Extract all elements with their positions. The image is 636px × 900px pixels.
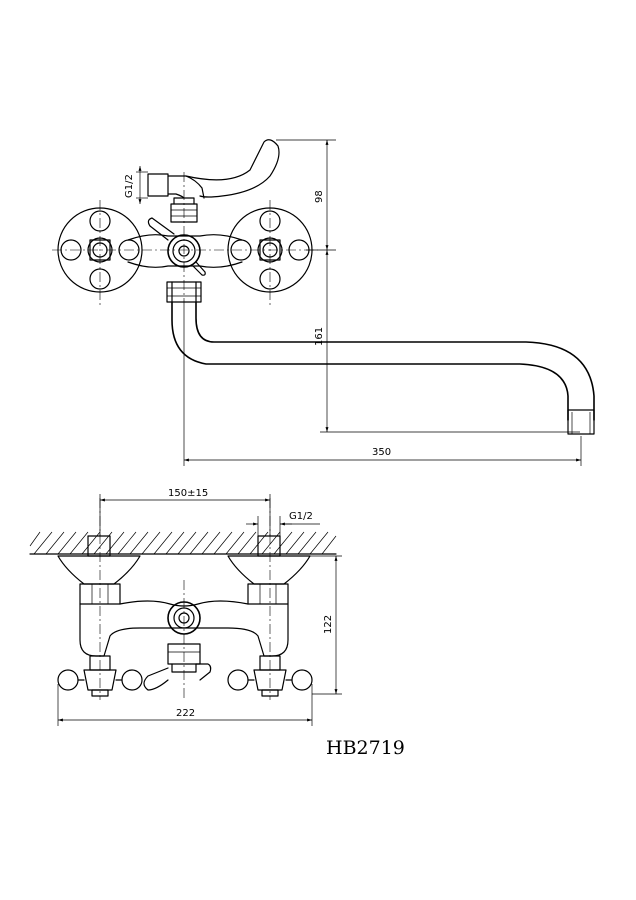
front-thread-callout: G1/2 bbox=[124, 166, 148, 204]
front-thread-label: G1/2 bbox=[124, 174, 135, 198]
plan-view: 150±15 G1/2 122 222 bbox=[29, 488, 342, 726]
plan-thread-callout: G1/2 bbox=[246, 511, 320, 536]
spout-pipe bbox=[171, 301, 595, 435]
left-flange bbox=[57, 555, 141, 585]
plan-thread-label: G1/2 bbox=[289, 511, 313, 522]
mixer-body bbox=[127, 217, 243, 276]
plan-width-dimension: 222 bbox=[57, 684, 313, 726]
plan-depth-dimension: 122 bbox=[310, 555, 342, 695]
dim-350-label: 350 bbox=[372, 447, 391, 458]
plan-mixer-body bbox=[79, 600, 289, 657]
front-horizontal-dimension: 350 bbox=[183, 300, 582, 466]
shower-outlet-nut bbox=[170, 197, 198, 223]
plan-centers-dimension: 150±15 bbox=[99, 488, 271, 536]
front-view: G1/2 98 161 bbox=[52, 139, 595, 466]
plan-right-handle bbox=[227, 655, 313, 697]
dim-98-label: 98 bbox=[314, 190, 325, 203]
dim-122-label: 122 bbox=[323, 615, 334, 634]
shower-connector bbox=[147, 139, 280, 199]
model-name: HB2719 bbox=[326, 737, 405, 759]
dim-150-label: 150±15 bbox=[168, 488, 208, 499]
right-inlet-pipe bbox=[257, 535, 281, 557]
right-flange bbox=[227, 555, 311, 585]
dim-222-label: 222 bbox=[176, 708, 195, 719]
plan-diverter bbox=[143, 643, 212, 691]
dim-161-label: 161 bbox=[314, 327, 325, 346]
plan-left-handle bbox=[57, 655, 143, 697]
wall-hatching bbox=[29, 531, 337, 555]
front-vertical-dimensions: 98 161 bbox=[276, 139, 580, 433]
left-hex-nut bbox=[79, 583, 121, 605]
left-valve-handle bbox=[57, 207, 143, 293]
right-hex-nut bbox=[247, 583, 289, 605]
